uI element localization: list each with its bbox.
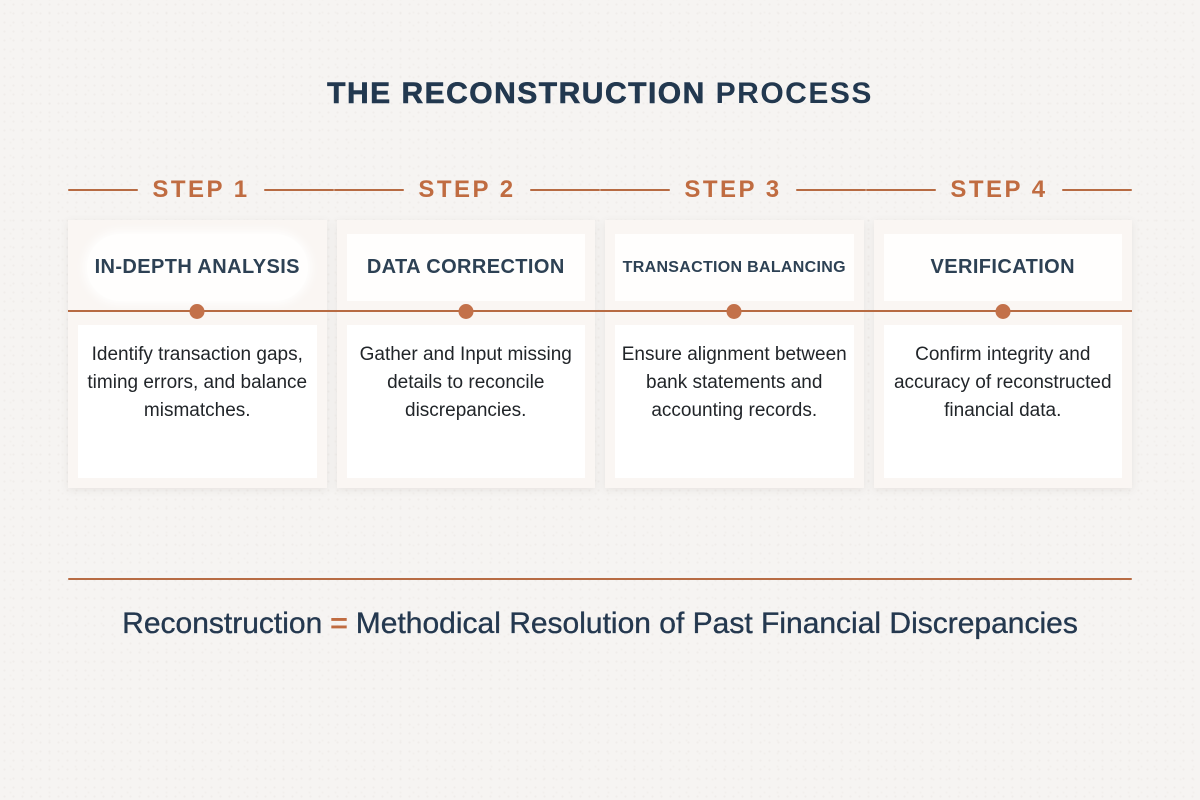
step-4-label: STEP 4 bbox=[950, 176, 1048, 203]
step-2-card: DATA CORRECTION Gather and Input missing… bbox=[336, 220, 595, 488]
page-title-spacer bbox=[706, 77, 716, 110]
step-3-body-box: Ensure alignment between bank statements… bbox=[615, 325, 854, 478]
step-divider-line bbox=[263, 189, 335, 191]
step-4-body-box: Confirm integrity and accuracy of recons… bbox=[883, 325, 1122, 478]
formula-term: Reconstruction bbox=[122, 607, 323, 640]
reconstruction-process-infographic: THE RECONSTRUCTION PROCESS STEP 1 STEP 2… bbox=[68, 0, 1133, 644]
section-divider-line bbox=[68, 578, 1132, 580]
step-4-heading-box: VERIFICATION bbox=[883, 234, 1122, 301]
step-4-description: Confirm integrity and accuracy of recons… bbox=[893, 344, 1112, 421]
step-2-label: STEP 2 bbox=[418, 176, 516, 203]
step-4-connector-dot bbox=[995, 304, 1011, 319]
formula-definition: Methodical Resolution of Past Financial … bbox=[355, 607, 1078, 640]
step-2-heading-box: DATA CORRECTION bbox=[346, 234, 585, 301]
step-2-description: Gather and Input missing details to reco… bbox=[359, 344, 572, 421]
step-4-card: VERIFICATION Confirm integrity and accur… bbox=[873, 220, 1132, 488]
step-1-description: Identify transaction gaps, timing errors… bbox=[87, 344, 308, 421]
connector-line bbox=[68, 310, 1132, 312]
step-divider-line bbox=[334, 189, 405, 191]
step-1-connector-dot bbox=[189, 304, 205, 319]
page-title-main: THE RECONSTRUCTION bbox=[327, 77, 706, 111]
step-3-heading: TRANSACTION BALANCING bbox=[622, 258, 846, 276]
step-divider-line bbox=[866, 189, 937, 191]
step-3-connector-dot bbox=[726, 304, 742, 319]
step-4-heading: VERIFICATION bbox=[930, 256, 1075, 278]
step-1-heading-box: IN-DEPTH ANALYSIS bbox=[87, 234, 308, 301]
step-2-heading: DATA CORRECTION bbox=[366, 256, 565, 278]
step-1-heading: IN-DEPTH ANALYSIS bbox=[94, 256, 300, 278]
step-4-label-group: STEP 4 bbox=[866, 176, 1133, 204]
step-3-label: STEP 3 bbox=[684, 176, 782, 203]
step-1-label-group: STEP 1 bbox=[68, 176, 335, 204]
step-3-label-group: STEP 3 bbox=[600, 176, 867, 204]
step-3-description: Ensure alignment between bank statements… bbox=[621, 344, 847, 421]
step-2-connector-dot bbox=[458, 304, 474, 319]
step-2-body-box: Gather and Input missing details to reco… bbox=[346, 325, 585, 478]
step-divider-line bbox=[68, 189, 139, 191]
step-cards-row: IN-DEPTH ANALYSIS Identify transaction g… bbox=[68, 220, 1132, 488]
step-divider-line bbox=[795, 189, 867, 191]
step-2-label-group: STEP 2 bbox=[334, 176, 601, 204]
definition-formula: Reconstruction=Methodical Resolution of … bbox=[68, 604, 1132, 644]
step-1-body-box: Identify transaction gaps, timing errors… bbox=[78, 325, 317, 478]
page-title-sub: PROCESS bbox=[715, 77, 873, 110]
equals-sign: = bbox=[330, 607, 348, 641]
step-1-card: IN-DEPTH ANALYSIS Identify transaction g… bbox=[68, 220, 327, 488]
step-labels-row: STEP 1 STEP 2 STEP 3 STEP 4 bbox=[68, 176, 1133, 204]
page-title: THE RECONSTRUCTION PROCESS bbox=[68, 76, 1132, 112]
step-divider-line bbox=[529, 189, 601, 191]
step-divider-line bbox=[1061, 189, 1133, 191]
step-1-label: STEP 1 bbox=[152, 176, 250, 203]
step-3-heading-box: TRANSACTION BALANCING bbox=[615, 234, 854, 301]
step-3-card: TRANSACTION BALANCING Ensure alignment b… bbox=[605, 220, 864, 488]
step-divider-line bbox=[600, 189, 671, 191]
